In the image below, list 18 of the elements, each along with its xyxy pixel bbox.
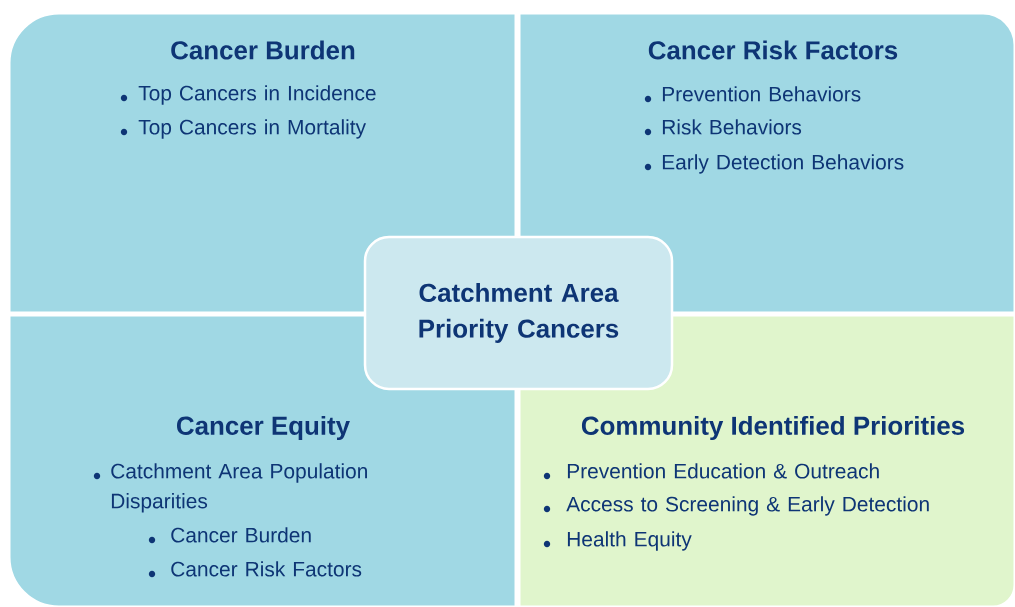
bullet-item: Access to Screening & Early Detection	[543, 496, 929, 516]
bullet-item: Catchment Area Population Disparities	[93, 463, 367, 513]
quadrant-panel	[517, 313, 1015, 607]
bullet-item: Health Equity	[543, 531, 692, 551]
bullet-item: Top Cancers in Incidence	[120, 85, 376, 105]
bullet-item: Cancer Burden	[148, 527, 311, 544]
quadrant-panel	[7, 313, 518, 607]
bullet-item: Prevention Education & Outreach	[543, 463, 879, 480]
panel-heading: Cancer Risk Factors	[648, 40, 898, 60]
bullet-item: Prevention Behaviors	[644, 86, 861, 103]
panel-heading: Cancer Equity	[177, 415, 350, 441]
center-box: Catchment Area Priority Cancers	[363, 235, 674, 391]
panel-heading: Community Identified Priorities	[581, 415, 965, 441]
bullet-item: Cancer Risk Factors	[148, 561, 362, 578]
panel-heading: Cancer Burden	[171, 40, 355, 60]
bullet-item: Early Detection Behaviors	[644, 154, 904, 174]
bullet-item: Risk Behaviors	[644, 119, 802, 136]
bullet-item: Top Cancers in Mortality	[120, 119, 366, 139]
